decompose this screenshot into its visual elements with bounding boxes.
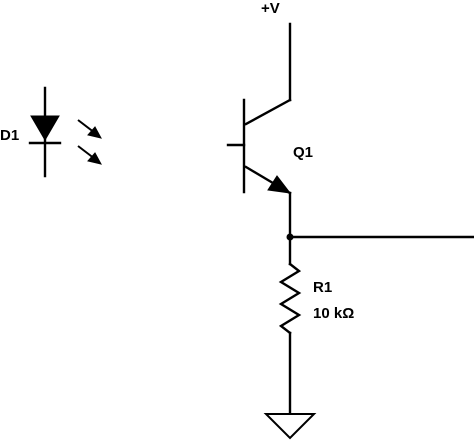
led-d1 xyxy=(28,86,102,178)
ground-icon xyxy=(263,413,317,440)
diode-triangle xyxy=(30,115,60,141)
emitter-arrow-icon xyxy=(267,175,292,194)
transistor-ref-label: Q1 xyxy=(293,144,313,161)
collector-diagonal xyxy=(244,98,292,126)
resistor-value-label: 10 kΩ xyxy=(313,305,354,322)
led-ref-label: D1 xyxy=(0,127,19,144)
light-arrows-icon xyxy=(77,119,102,165)
resistor-ref-label: R1 xyxy=(313,279,332,296)
resistor-r1 xyxy=(278,235,302,415)
resistor-zigzag xyxy=(278,262,302,335)
supply-label: +V xyxy=(261,0,280,17)
transistor-q1 xyxy=(226,22,292,239)
